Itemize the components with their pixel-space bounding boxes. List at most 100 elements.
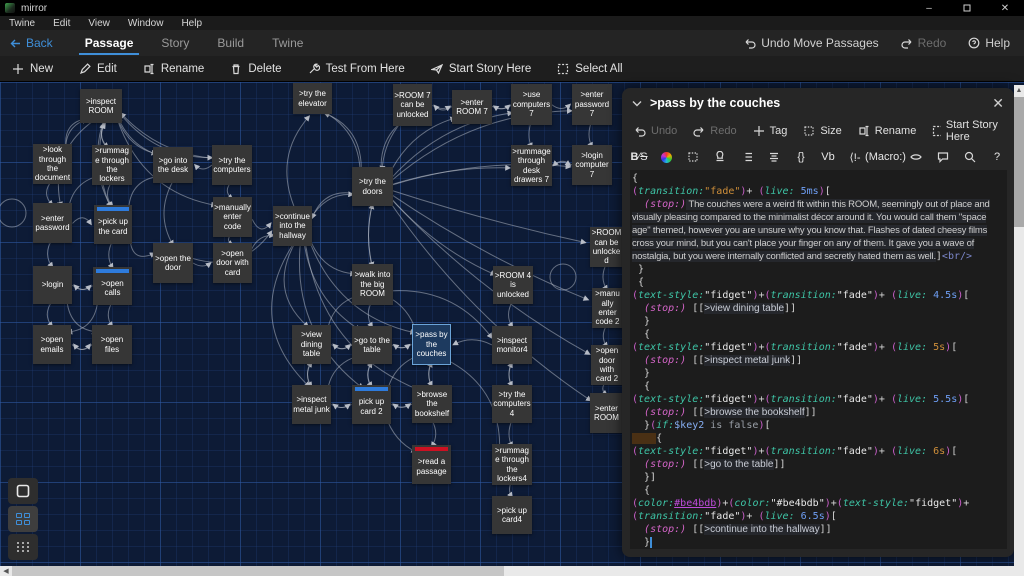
passage-node-open-door-card[interactable]: >open door with card [213,243,252,283]
passage-node-rummage-lockers[interactable]: >rummage through the lockers [92,145,132,185]
passage-node-read-a-passage[interactable]: >read a passage [412,445,451,484]
menu-window[interactable]: Window [119,18,173,29]
passage-node-try-computers4[interactable]: >try the computers4 [492,385,532,423]
menu-twine[interactable]: Twine [0,18,44,29]
menu-help[interactable]: Help [172,18,211,29]
box-icon[interactable] [686,151,700,163]
passage-node-go-into-desk[interactable]: >go into the desk [153,147,193,183]
passage-node-rummage-lockers4[interactable]: >rummage through the lockers4 [492,444,532,485]
test-from-here-button[interactable]: Test From Here [308,63,405,75]
passage-node-login[interactable]: >login [33,266,72,304]
comment-tag-icon[interactable]: ⟨!- [848,151,862,164]
passage-node-room7-can-unlock[interactable]: >ROOM 7 can be unlocked [393,84,432,126]
comment-icon[interactable] [936,151,950,163]
passage-node-browse-bookshelf[interactable]: >browse the bookshelf [412,385,452,423]
passage-node-enter-room7[interactable]: >enter ROOM 7 [452,90,492,124]
bold-strike-icon[interactable]: B∕S [632,151,646,163]
rename-button[interactable]: Rename [143,63,204,75]
help-icon[interactable]: ? [990,151,1004,163]
horizontal-scrollbar[interactable]: ◀ [0,566,1024,576]
passage-node-pick-up-card2[interactable]: pick up card 2 [352,385,391,424]
passage-node-rummage-desk7[interactable]: >rummage through desk drawers 7 [511,145,552,186]
minimize-button[interactable]: – [910,0,948,16]
zoom-small-button[interactable] [8,534,38,560]
back-button[interactable]: Back [10,36,53,50]
new-button[interactable]: New [12,63,53,75]
vertical-scroll-thumb[interactable] [1014,97,1024,227]
tab-build[interactable]: Build [203,30,258,56]
passage-node-enter-password[interactable]: >enter password [33,203,72,243]
passage-node-room4-unlocked[interactable]: >ROOM 4 is unlocked [493,266,533,304]
align-center-icon[interactable] [767,151,781,163]
start-story-here-button[interactable]: Start Story Here [431,63,531,75]
menu-view[interactable]: View [79,18,119,29]
select-all-button[interactable]: Select All [557,63,622,75]
label: Redo [710,125,736,137]
passage-node-open-emails[interactable]: >open emails [33,325,71,364]
passage-node-manually-enter-code[interactable]: >manually enter code [213,197,252,237]
passage-node-pick-up-card4[interactable]: >pick up card4 [492,496,532,534]
horizontal-scroll-thumb[interactable] [12,566,504,576]
label: Test From Here [326,63,405,75]
code-line: (stop:) The couches were a weird fit wit… [632,198,1007,211]
search-icon[interactable] [963,151,977,163]
passage-node-continue-hallway[interactable]: >continue into the hallway [273,206,312,246]
editor-undo-button[interactable]: Undo [634,125,677,137]
colors-icon[interactable] [659,152,673,163]
passage-node-try-doors[interactable]: >try the doors [352,167,393,206]
help-button[interactable]: Help [968,36,1010,50]
delete-button[interactable]: Delete [230,63,281,75]
passage-node-view-dining-table[interactable]: >view dining table [292,325,331,364]
undo-move-passages-button[interactable]: Undo Move Passages [744,36,878,50]
passage-node-inspect-room[interactable]: >inspect ROOM [80,89,122,123]
redo-button[interactable]: Redo [901,36,947,50]
tab-story[interactable]: Story [147,30,203,56]
passage-node-walk-big-room[interactable]: >walk into the big ROOM [352,264,393,305]
preview-eye-icon[interactable] [909,151,923,163]
passage-node-inspect-monitor4[interactable]: >inspect monitor4 [492,326,532,364]
passage-node-try-computers[interactable]: >try the computers [212,145,252,185]
maximize-button[interactable] [948,0,986,16]
passage-node-enter-room-x[interactable]: >enter ROOM [590,393,623,433]
tag-color-bar [96,269,129,273]
passage-node-manually-enter-code2[interactable]: >manually enter code 2 [592,288,623,328]
editor-close-icon[interactable]: ✕ [992,95,1004,112]
passage-text-editor[interactable]: {(transition:"fade")+ (live: 5ms)[ (stop… [630,170,1007,549]
zoom-large-button[interactable] [8,478,38,504]
close-button[interactable]: ✕ [986,0,1024,16]
passage-node-pass-by-couches[interactable]: >pass by the couches [412,324,451,365]
braces-icon[interactable]: {} [794,151,808,163]
passage-node-look-through-document[interactable]: >look through the document [33,144,72,184]
editor-start-story-here-button[interactable]: Start Story Here [932,119,1002,143]
format-toolbar: B∕S {} Vb ⟨!- (Macro:)? [622,144,1014,170]
vertical-scrollbar[interactable]: ▲ [1014,85,1024,566]
chevron-down-icon[interactable] [632,100,642,107]
passage-node-try-elevator[interactable]: >try the elevator [293,83,332,114]
tab-passage[interactable]: Passage [71,30,148,56]
scroll-left-icon[interactable]: ◀ [0,566,12,576]
menu-edit[interactable]: Edit [44,18,79,29]
passage-node-room-can-unlock2[interactable]: >ROOM can be unlocked [590,227,623,267]
tab-twine[interactable]: Twine [258,30,317,56]
zoom-medium-button[interactable] [8,506,38,532]
passage-node-inspect-metal-junk[interactable]: >inspect metal junk [292,385,331,424]
scroll-up-icon[interactable]: ▲ [1014,85,1024,96]
passage-node-open-calls[interactable]: >open calls [93,267,132,305]
macro-button[interactable]: (Macro:) [875,151,896,163]
editor-size-button[interactable]: Size [803,125,841,137]
passage-node-open-files[interactable]: >open files [92,325,132,364]
verbatim-icon[interactable]: Vb [821,151,835,163]
passage-node-go-to-table[interactable]: >go to the table [352,326,392,364]
passage-node-open-door-card2[interactable]: >open door with card 2 [591,345,623,385]
stamp-icon[interactable] [713,151,727,163]
passage-node-enter-password7[interactable]: >enter password 7 [572,84,612,125]
edit-button[interactable]: Edit [79,63,117,75]
list-icon[interactable] [740,151,754,163]
passage-node-open-door[interactable]: >open the door [153,243,193,283]
editor-redo-button[interactable]: Redo [693,125,736,137]
passage-node-use-computers7[interactable]: >use computers 7 [511,84,552,125]
editor-rename-button[interactable]: Rename [858,125,917,137]
passage-node-login-computer7[interactable]: >login computer 7 [572,145,612,185]
passage-node-pick-up-card[interactable]: >pick up the card [94,205,132,244]
editor-tag-button[interactable]: Tag [753,125,788,137]
